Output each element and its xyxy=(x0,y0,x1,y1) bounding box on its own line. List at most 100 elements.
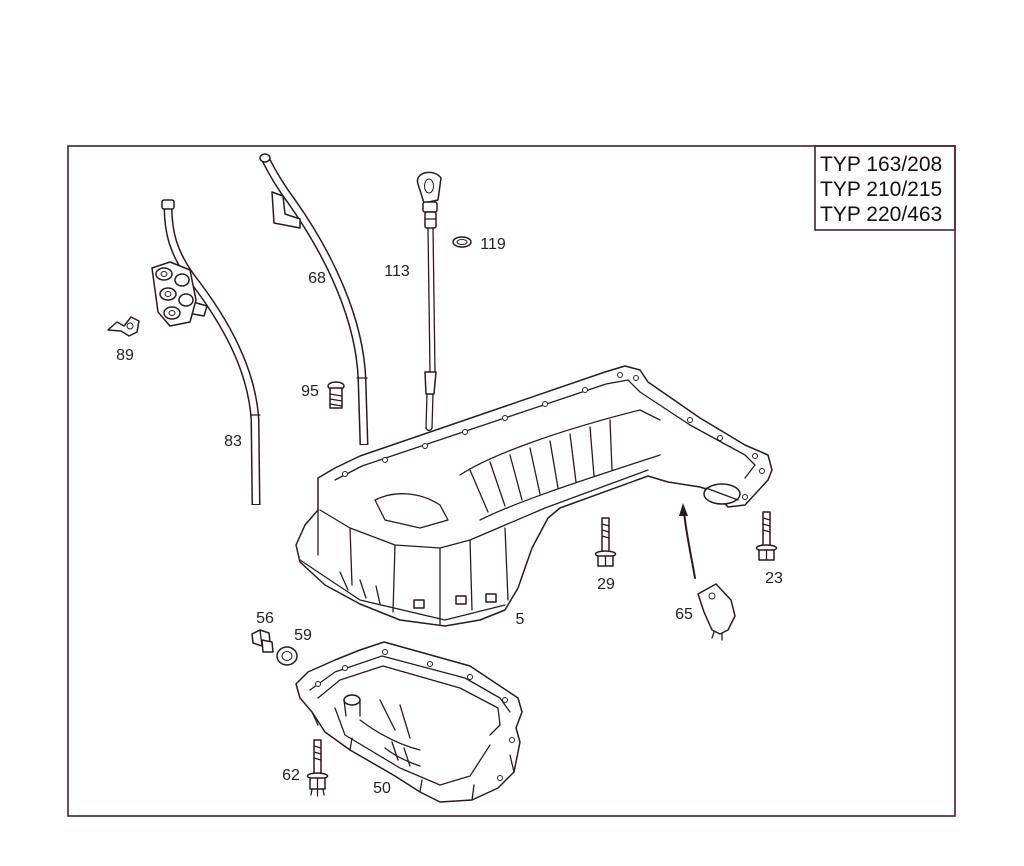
label-5: 5 xyxy=(516,611,525,628)
plug-95-thread-3 xyxy=(329,403,343,407)
lower-pan-wall-line xyxy=(311,711,319,726)
upper-pan-bottom-edge xyxy=(299,559,506,621)
bolt-hole xyxy=(759,468,765,474)
wall-rib xyxy=(359,579,367,599)
dipstick-tip-left xyxy=(425,393,428,429)
bolt-62-shaft xyxy=(313,739,322,775)
cover-65-tab xyxy=(711,631,715,639)
bolt-62-tip xyxy=(322,788,325,796)
part-50-lower-oil-pan xyxy=(295,641,523,803)
part-23-bolt xyxy=(755,511,778,561)
wall-tab xyxy=(485,593,497,603)
bolt-hole xyxy=(422,443,428,449)
part-56-drain-plug xyxy=(251,629,274,653)
bolt-hole xyxy=(617,372,623,378)
tube-83-clamp xyxy=(151,261,197,327)
wall-tab xyxy=(413,599,425,609)
rib xyxy=(529,447,541,495)
tube-83-inner xyxy=(165,205,259,505)
rib xyxy=(489,461,506,507)
lower-pan-pickup-side xyxy=(343,699,347,717)
lower-pan-outline xyxy=(295,641,523,803)
arrow-shaft xyxy=(683,511,696,579)
upper-pan-outline xyxy=(295,365,773,627)
label-113: 113 xyxy=(384,263,410,280)
drain-plug-edge xyxy=(259,629,263,647)
lower-pan-inner-rim xyxy=(309,655,511,713)
label-65: 65 xyxy=(675,606,693,623)
bolt-hole xyxy=(687,417,693,423)
label-62: 62 xyxy=(282,767,300,784)
bolt-hole xyxy=(342,471,348,477)
part-83-guide-tube xyxy=(151,199,261,506)
clamp-hole-1 xyxy=(160,271,168,277)
bolt-hole xyxy=(467,674,473,680)
label-119: 119 xyxy=(480,236,506,253)
rib xyxy=(549,440,559,489)
lower-pan-baffle xyxy=(384,741,421,767)
dipstick-collar xyxy=(422,201,438,213)
bolt-hole xyxy=(382,649,388,655)
part-59-washer xyxy=(276,646,298,666)
clamp-hole-3 xyxy=(168,310,176,316)
rib xyxy=(469,469,489,513)
plug-95-body xyxy=(329,387,343,409)
part-68-tube xyxy=(259,153,369,446)
bolt-hole xyxy=(315,681,321,687)
bolt-hole xyxy=(509,737,515,743)
lower-pan-wall-line xyxy=(509,754,515,773)
upper-pan-pump-housing xyxy=(703,483,741,505)
dipstick-handle-eye xyxy=(424,178,434,194)
wall-line xyxy=(469,539,473,611)
lower-pan-pickup xyxy=(343,694,361,706)
clamp-ring-2 xyxy=(174,273,190,287)
wall-rib xyxy=(375,585,381,605)
clamp-ring-4 xyxy=(178,293,194,307)
part-113-dipstick xyxy=(416,171,442,432)
tube-83-outer xyxy=(163,205,261,506)
bolt-hole xyxy=(742,494,748,500)
label-68: 68 xyxy=(308,270,326,287)
label-50: 50 xyxy=(373,780,391,797)
rib xyxy=(609,419,613,471)
lower-pan-rib xyxy=(399,704,411,739)
bolt-62-thread xyxy=(313,751,322,755)
pump-housing-line xyxy=(705,487,739,501)
plug-95-thread-2 xyxy=(329,398,343,402)
lower-pan-rib xyxy=(379,699,396,731)
assembly-arrow xyxy=(679,503,696,579)
cover-65-plate xyxy=(697,583,736,635)
lower-pan-wall-line xyxy=(471,784,475,801)
label-59: 59 xyxy=(294,627,312,644)
part-62-bolt xyxy=(306,739,329,797)
bolt-hole xyxy=(462,429,468,435)
drain-plug-thread xyxy=(261,639,274,653)
bolt-29-thread xyxy=(601,529,610,533)
bolt-23-thread xyxy=(762,517,771,521)
part-labels: 89 83 68 113 119 95 5 29 23 65 56 59 62 … xyxy=(116,236,783,797)
bolt-23-shaft xyxy=(762,511,771,547)
lower-pan-baffle xyxy=(359,719,421,751)
upper-pan-bolt-holes xyxy=(342,372,765,500)
bolt-62-thread xyxy=(313,745,322,749)
part-5-upper-oil-pan xyxy=(295,365,773,627)
lower-pan-wall-line xyxy=(419,779,423,793)
bolt-hole xyxy=(717,435,723,441)
clamp-hole-2 xyxy=(164,291,172,297)
bolt-hole xyxy=(497,775,503,781)
plug-95-thread-1 xyxy=(329,393,343,397)
bolt-hole xyxy=(382,457,388,463)
bolt-62-tip xyxy=(310,788,313,796)
lower-pan-wall-line xyxy=(349,737,353,751)
type-line-2: TYP 210/215 xyxy=(820,178,942,201)
label-89: 89 xyxy=(116,347,134,364)
o-ring-inner xyxy=(456,239,468,245)
label-95: 95 xyxy=(301,383,319,400)
tube-68-bracket xyxy=(271,191,301,229)
upper-pan-channel-bottom xyxy=(479,454,661,521)
washer-inner xyxy=(281,651,293,661)
wall-rib xyxy=(339,571,349,591)
bolt-hole xyxy=(582,387,588,393)
lower-pan-inner-wall xyxy=(317,665,501,736)
